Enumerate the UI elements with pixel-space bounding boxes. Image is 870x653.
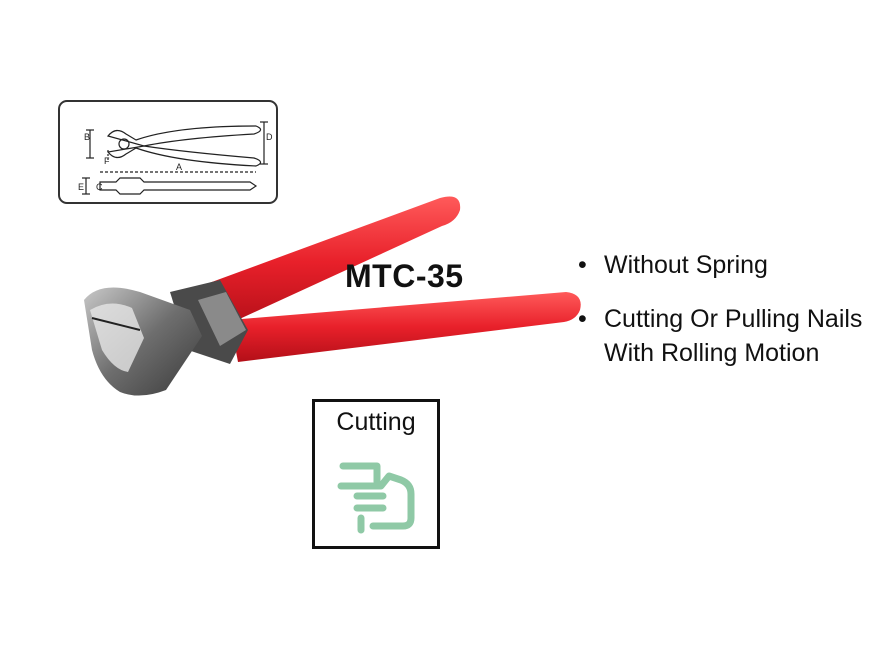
lower-handle — [230, 292, 581, 362]
upper-handle — [190, 196, 461, 328]
dim-label-e: E — [78, 182, 84, 192]
feature-text: Cutting Or Pulling Nails With Rolling Mo… — [604, 305, 863, 367]
end-cutting-pliers-image — [84, 196, 581, 396]
cutting-hand-icon — [337, 462, 415, 534]
bullet-icon: • — [578, 305, 587, 333]
dim-label-d: D — [266, 132, 273, 142]
dimension-diagram: B D F A E C — [58, 100, 278, 204]
feature-item: • Without Spring — [578, 248, 868, 282]
dim-label-c: C — [96, 182, 103, 192]
dim-label-f: F — [104, 156, 110, 166]
dim-label-b: B — [84, 132, 90, 142]
dim-label-a: A — [176, 162, 182, 172]
function-box: Cutting — [312, 399, 440, 549]
pliers-dimension-drawing: B D F A E C — [78, 121, 273, 195]
feature-text: Without Spring — [604, 251, 768, 279]
feature-list: • Without Spring • Cutting Or Pulling Na… — [578, 248, 868, 390]
model-number: MTC-35 — [345, 258, 464, 294]
bullet-icon: • — [578, 251, 587, 279]
feature-item: • Cutting Or Pulling Nails With Rolling … — [578, 302, 868, 370]
function-label: Cutting — [336, 408, 416, 436]
